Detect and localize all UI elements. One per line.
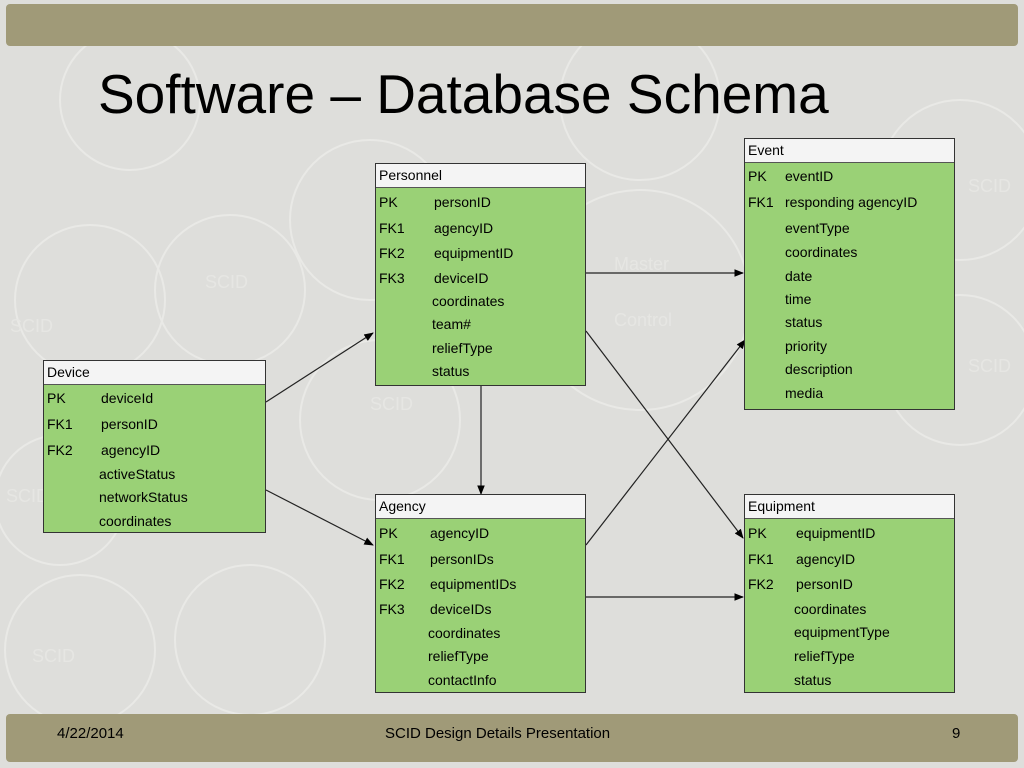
- field-name: description: [785, 361, 853, 377]
- field-name: deviceIDs: [430, 601, 492, 617]
- field-name: coordinates: [99, 513, 172, 529]
- edge-personnel-equipment: [585, 330, 744, 539]
- key-label: FK3: [379, 601, 405, 617]
- field-name: reliefType: [794, 648, 855, 664]
- watermark-text: SCID: [32, 646, 75, 666]
- watermark-text: SCID: [6, 486, 49, 506]
- field-name: agencyID: [101, 442, 161, 458]
- entity-title: Device: [44, 361, 265, 385]
- field-name: equipmentID: [796, 525, 876, 541]
- field-name: personIDs: [430, 551, 494, 567]
- footer-title: SCID Design Details Presentation: [385, 725, 611, 742]
- key-label: FK2: [379, 576, 405, 592]
- key-label: FK2: [47, 442, 73, 458]
- key-label: FK1: [379, 551, 405, 567]
- watermark-text: SCID: [968, 356, 1011, 376]
- field-name: team#: [432, 316, 471, 332]
- footer-bar: [6, 714, 1018, 762]
- watermark-text: SCID: [10, 316, 53, 336]
- field-name: status: [794, 672, 832, 688]
- slide-title: Software – Database Schema: [98, 63, 829, 125]
- field-name: personID: [434, 194, 491, 210]
- key-label: FK2: [379, 245, 405, 261]
- field-name: eventID: [785, 168, 834, 184]
- field-name: agencyID: [796, 551, 856, 567]
- entity-personnel[interactable]: Personnel PK personID FK1 agencyID FK2 equi…: [375, 163, 586, 386]
- key-label: FK1: [379, 220, 405, 236]
- field-name: contactInfo: [428, 672, 497, 688]
- key-label: FK3: [379, 270, 405, 286]
- field-name: coordinates: [794, 601, 867, 617]
- key-label: PK: [379, 194, 398, 210]
- field-name: time: [785, 291, 812, 307]
- key-label: PK: [47, 390, 66, 406]
- key-label: FK2: [748, 576, 774, 592]
- field-name: coordinates: [428, 625, 501, 641]
- footer-date: 4/22/2014: [57, 725, 124, 742]
- field-name: coordinates: [785, 244, 858, 260]
- entity-agency[interactable]: Agency PK agencyID FK1 personIDs FK2 equipm…: [375, 494, 586, 693]
- edge-device-agency: [265, 489, 374, 546]
- entity-title: Personnel: [376, 164, 585, 188]
- entity-title: Agency: [376, 495, 585, 519]
- key-label: PK: [748, 525, 767, 541]
- key-label: FK1: [748, 194, 774, 210]
- field-name: coordinates: [432, 293, 505, 309]
- field-name: responding agencyID: [785, 194, 918, 210]
- field-name: deviceId: [101, 390, 154, 406]
- entity-device[interactable]: Device PK deviceId FK1 personID FK2 agencyI…: [43, 360, 266, 533]
- watermark-text: SCID: [370, 394, 413, 414]
- entity-title: Event: [745, 139, 954, 163]
- edge-agency-event: [585, 339, 746, 546]
- field-name: agencyID: [434, 220, 494, 236]
- entity-event[interactable]: Event PK eventID FK1 responding agencyID e…: [744, 138, 955, 410]
- field-name: date: [785, 268, 813, 284]
- key-label: FK1: [748, 551, 774, 567]
- entity-title: Equipment: [745, 495, 954, 519]
- field-name: status: [785, 314, 823, 330]
- field-name: eventType: [785, 220, 850, 236]
- top-banner: [6, 4, 1018, 46]
- field-name: agencyID: [430, 525, 490, 541]
- key-label: PK: [379, 525, 398, 541]
- field-name: equipmentID: [434, 245, 514, 261]
- key-label: FK1: [47, 416, 73, 432]
- field-name: networkStatus: [99, 489, 188, 505]
- watermark-text: SCID: [205, 272, 248, 292]
- edge-device-personnel: [265, 332, 374, 403]
- watermark-text: Control: [614, 310, 672, 330]
- field-name: deviceID: [434, 270, 489, 286]
- watermark-text: SCID: [968, 176, 1011, 196]
- field-name: equipmentIDs: [430, 576, 517, 592]
- entity-equipment[interactable]: Equipment PK equipmentID FK1 agencyID FK2 p…: [744, 494, 955, 693]
- field-name: priority: [785, 338, 828, 354]
- field-name: personID: [796, 576, 853, 592]
- field-name: personID: [101, 416, 158, 432]
- page-number: 9: [952, 725, 961, 742]
- field-name: reliefType: [428, 648, 489, 664]
- field-name: media: [785, 385, 824, 401]
- field-name: equipmentType: [794, 624, 890, 640]
- field-name: activeStatus: [99, 466, 176, 482]
- field-name: reliefType: [432, 340, 493, 356]
- watermark-text: Master: [614, 254, 669, 274]
- key-label: PK: [748, 168, 767, 184]
- field-name: status: [432, 363, 470, 379]
